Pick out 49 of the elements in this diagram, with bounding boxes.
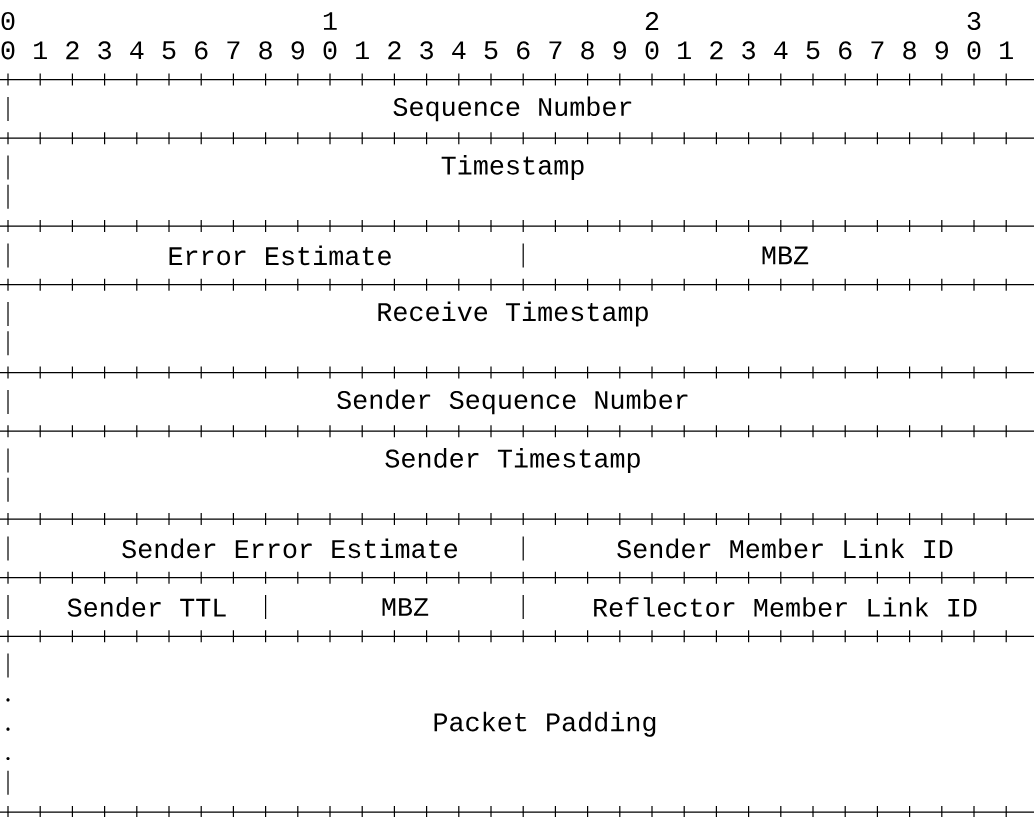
field-name: Sender Timestamp xyxy=(385,448,640,473)
bit-number: 3 xyxy=(967,11,981,31)
bit-number: 0 xyxy=(645,41,659,60)
bit-number: 5 xyxy=(484,41,498,60)
bit-number: 6 xyxy=(195,41,208,60)
bit-number: 3 xyxy=(98,41,111,60)
bit-number: 1 xyxy=(356,41,369,60)
field-name: Receive Timestamp xyxy=(378,301,648,327)
field-name: Sender TTL xyxy=(67,597,226,617)
field-name: MBZ xyxy=(382,598,429,616)
field-name: Sender Error Estimate xyxy=(122,538,458,559)
bit-number: 8 xyxy=(581,41,594,60)
bit-number: 9 xyxy=(613,41,626,60)
bit-number: 0 xyxy=(1,41,15,60)
field-name: Packet Padding xyxy=(434,711,656,737)
field-name: Reflector Member Link ID xyxy=(594,597,977,617)
field-name: Timestamp xyxy=(441,155,584,180)
bit-number: 7 xyxy=(549,41,562,60)
field-name: Error Estimate xyxy=(169,245,391,266)
bit-number: 4 xyxy=(130,41,144,60)
bit-number: 2 xyxy=(388,41,401,60)
bit-number: 4 xyxy=(774,41,788,60)
bit-number: 0 xyxy=(323,41,337,60)
field-name: Sender Sequence Number xyxy=(337,389,688,415)
field-name: MBZ xyxy=(762,246,809,265)
bit-number: 7 xyxy=(871,41,884,60)
bit-number: 2 xyxy=(66,41,79,60)
bit-number: 9 xyxy=(291,41,304,60)
bit-number: 5 xyxy=(806,41,820,60)
bit-number: 1 xyxy=(34,41,47,60)
bit-number: 0 xyxy=(1,11,15,31)
bit-number: 1 xyxy=(678,41,691,60)
bit-number: 6 xyxy=(839,41,852,60)
bit-number: 2 xyxy=(710,41,723,60)
bit-number: 3 xyxy=(742,41,755,60)
bit-number: 1 xyxy=(1000,41,1013,60)
bit-number: 5 xyxy=(162,41,176,60)
bit-number: 1 xyxy=(323,12,337,30)
bit-number: 9 xyxy=(935,41,948,60)
bit-number: 2 xyxy=(645,12,659,30)
bit-number: 8 xyxy=(903,41,916,60)
bit-number: 4 xyxy=(452,41,466,60)
bit-number: 8 xyxy=(259,41,272,60)
field-name: Sequence Number xyxy=(393,96,632,122)
bit-number: 0 xyxy=(967,41,981,60)
field-name: Sender Member Link ID xyxy=(617,538,953,559)
bit-number: 3 xyxy=(420,41,433,60)
bit-number: 6 xyxy=(517,41,530,60)
bit-number: 7 xyxy=(227,41,240,60)
